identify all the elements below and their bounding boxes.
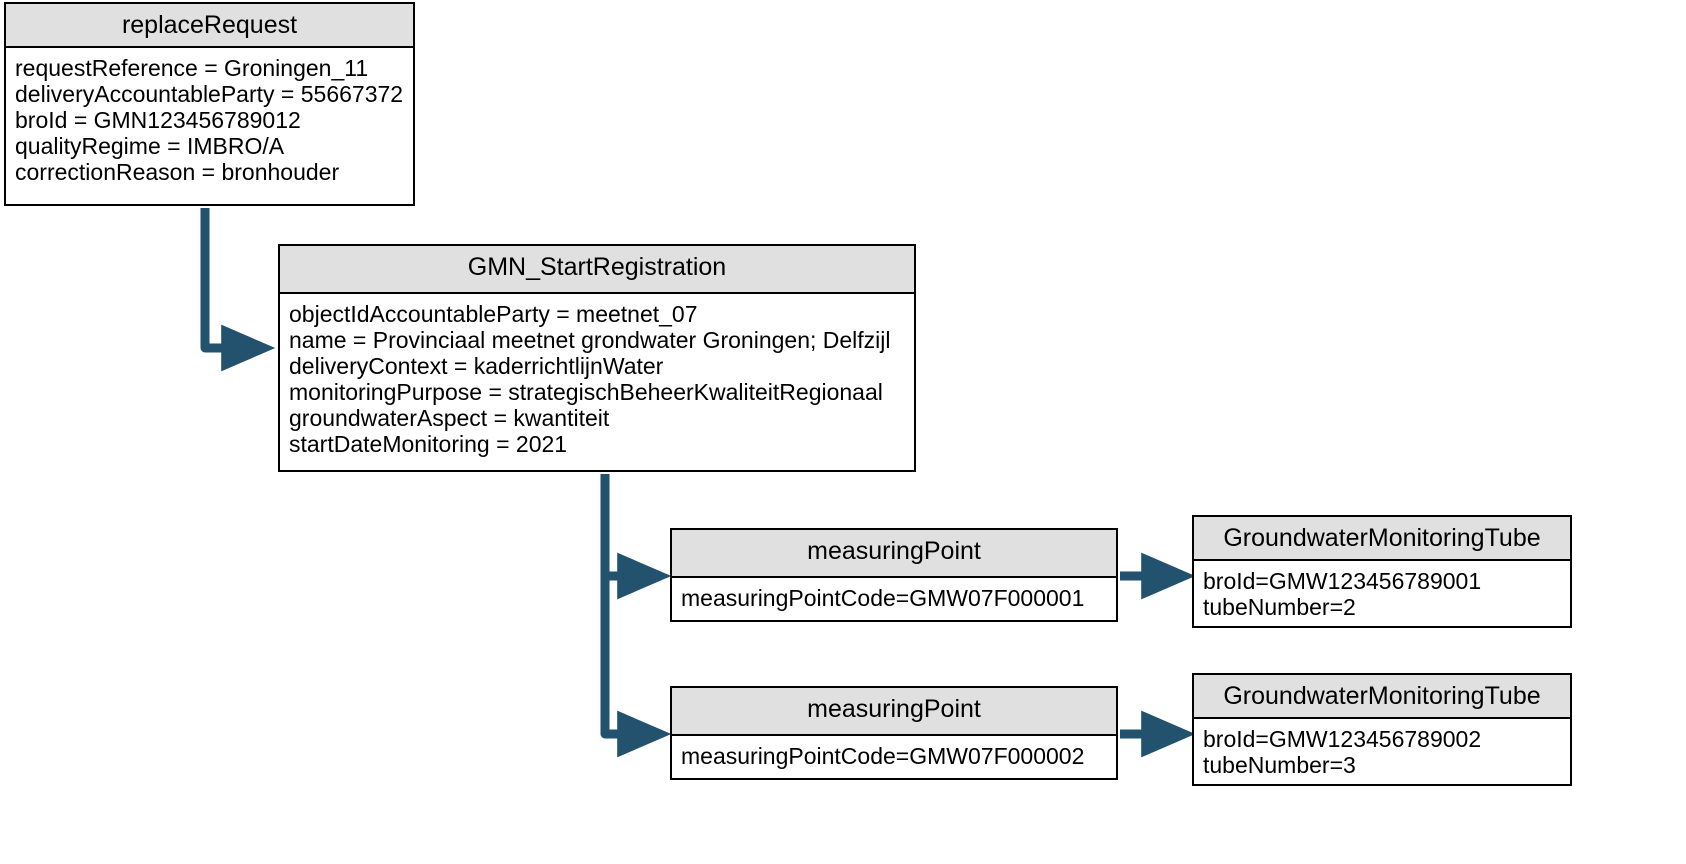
uml-attribute: requestReference = Groningen_11 — [15, 55, 369, 81]
uml-box-title: GroundwaterMonitoringTube — [1194, 675, 1570, 719]
uml-box-gmn-start-registration[interactable]: GMN_StartRegistration objectIdAccountabl… — [278, 244, 916, 472]
uml-box-title: measuringPoint — [672, 530, 1116, 578]
uml-attribute: broId = GMN123456789012 — [15, 107, 301, 133]
uml-box-body: broId=GMW123456789002 tubeNumber=3 — [1194, 719, 1570, 786]
uml-attribute: deliveryContext = kaderrichtlijnWater — [289, 353, 664, 379]
uml-box-body: objectIdAccountableParty = meetnet_07 na… — [280, 294, 914, 465]
uml-box-body: measuringPointCode=GMW07F000001 — [672, 578, 1116, 619]
connector-replacerequest-to-gmn — [200, 208, 276, 372]
uml-attribute: measuringPointCode=GMW07F000001 — [681, 585, 1085, 611]
uml-box-groundwater-monitoring-tube-2[interactable]: GroundwaterMonitoringTube broId=GMW12345… — [1192, 673, 1572, 786]
uml-attribute: groundwaterAspect = kwantiteit — [289, 405, 610, 431]
uml-box-body: broId=GMW123456789001 tubeNumber=2 — [1194, 561, 1570, 628]
uml-attribute: broId=GMW123456789002 — [1203, 726, 1482, 752]
uml-attribute: monitoringPurpose = strategischBeheerKwa… — [289, 379, 883, 405]
uml-box-title: measuringPoint — [672, 688, 1116, 736]
uml-attribute: tubeNumber=2 — [1203, 594, 1356, 620]
connector-gmn-to-measuringpoint-2 — [600, 576, 672, 758]
uml-box-groundwater-monitoring-tube-1[interactable]: GroundwaterMonitoringTube broId=GMW12345… — [1192, 515, 1572, 628]
uml-box-body: measuringPointCode=GMW07F000002 — [672, 736, 1116, 777]
uml-box-title: replaceRequest — [6, 4, 413, 48]
uml-box-replace-request[interactable]: replaceRequest requestReference = Gronin… — [4, 2, 415, 206]
uml-box-measuring-point-2[interactable]: measuringPoint measuringPointCode=GMW07F… — [670, 686, 1118, 780]
uml-attribute: tubeNumber=3 — [1203, 752, 1356, 778]
uml-attribute: objectIdAccountableParty = meetnet_07 — [289, 301, 698, 327]
uml-attribute: qualityRegime = IMBRO/A — [15, 133, 285, 159]
uml-box-body: requestReference = Groningen_11 delivery… — [6, 48, 413, 193]
uml-box-title: GroundwaterMonitoringTube — [1194, 517, 1570, 561]
uml-attribute: broId=GMW123456789001 — [1203, 568, 1482, 594]
uml-attribute: startDateMonitoring = 2021 — [289, 431, 568, 457]
uml-box-title: GMN_StartRegistration — [280, 246, 914, 294]
uml-attribute: correctionReason = bronhouder — [15, 159, 340, 185]
connector-gmn-to-measuringpoint-1 — [600, 474, 672, 600]
uml-attribute: measuringPointCode=GMW07F000002 — [681, 743, 1085, 769]
uml-attribute: name = Provinciaal meetnet grondwater Gr… — [289, 327, 891, 353]
uml-attribute: deliveryAccountableParty = 55667372 — [15, 81, 404, 107]
uml-box-measuring-point-1[interactable]: measuringPoint measuringPointCode=GMW07F… — [670, 528, 1118, 622]
